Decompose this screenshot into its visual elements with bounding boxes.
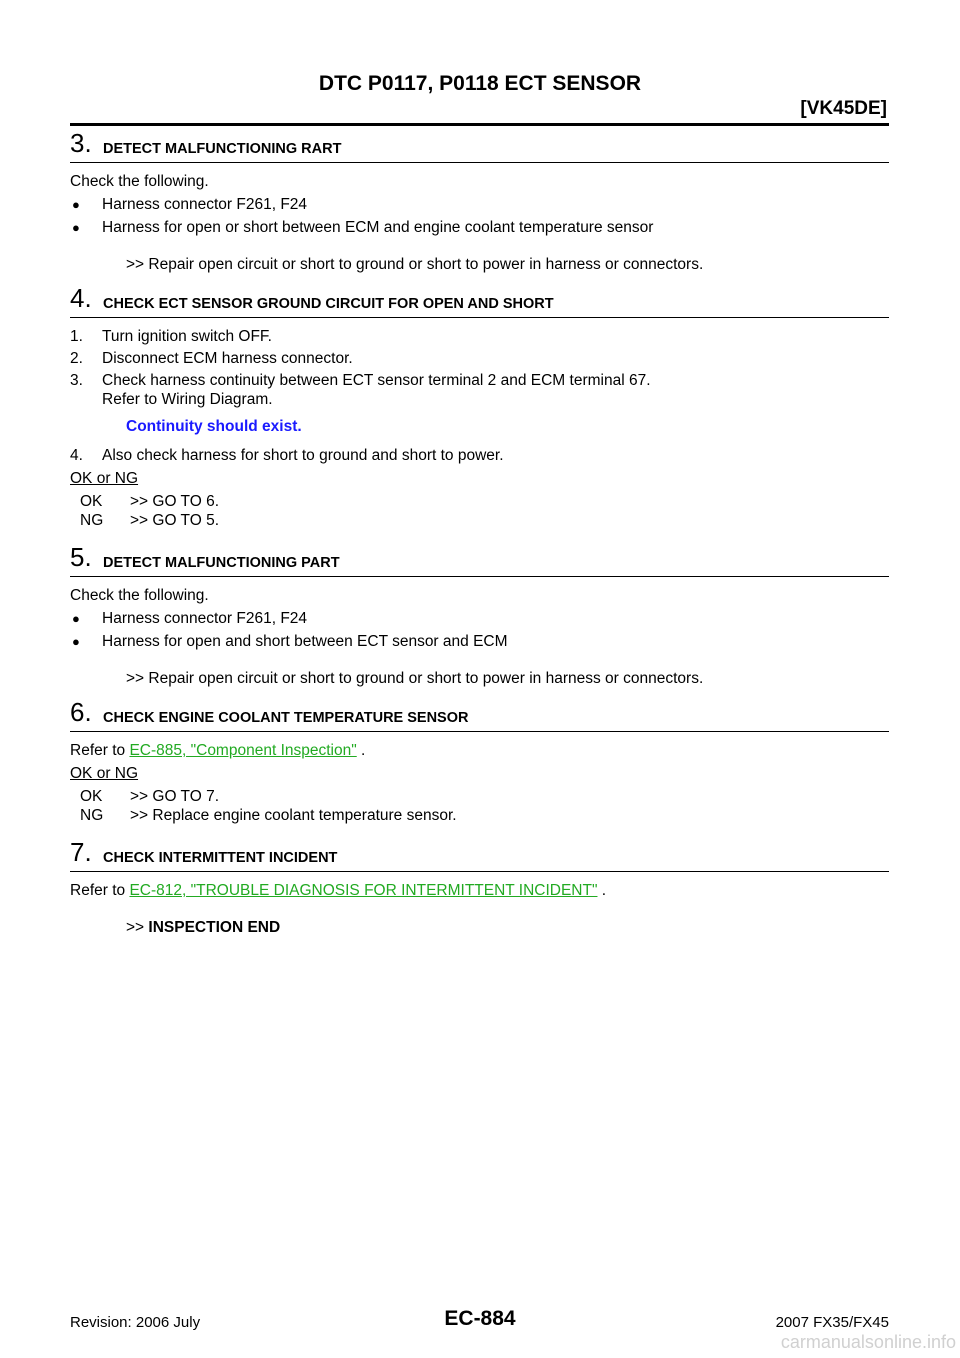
footer-revision: Revision: 2006 July bbox=[70, 1314, 201, 1331]
bullet-icon: ● bbox=[72, 611, 80, 626]
ok-ng-label: OK or NG bbox=[70, 470, 139, 487]
step-number: 3. bbox=[70, 128, 92, 158]
step-5-heading: 5. DETECT MALFUNCTIONING PART bbox=[70, 542, 889, 577]
bullet-icon: ● bbox=[72, 220, 80, 235]
engine-model-label: [VK45DE] bbox=[800, 98, 887, 119]
component-inspection-link[interactable]: EC-885, "Component Inspection" bbox=[129, 742, 357, 759]
spec-callout: Continuity should exist. bbox=[126, 418, 302, 435]
step-result: >> Repair open circuit or short to groun… bbox=[126, 670, 704, 687]
list-item: 4.Also check harness for short to ground… bbox=[70, 447, 504, 464]
list-item: ●Harness for open and short between ECT … bbox=[72, 633, 508, 650]
step-title: DETECT MALFUNCTIONING PART bbox=[103, 555, 340, 571]
ok-ng-results: OK>> GO TO 7. NG>> Replace engine coolan… bbox=[70, 787, 889, 825]
intermittent-incident-link[interactable]: EC-812, "TROUBLE DIAGNOSIS FOR INTERMITT… bbox=[129, 882, 598, 899]
step-title: CHECK INTERMITTENT INCIDENT bbox=[103, 850, 338, 866]
footer-model: 2007 FX35/FX45 bbox=[775, 1314, 889, 1331]
ok-ng-results: OK>> GO TO 6. NG>> GO TO 5. bbox=[70, 492, 889, 530]
inspection-end: >> INSPECTION END bbox=[126, 919, 281, 936]
step-4-heading: 4. CHECK ECT SENSOR GROUND CIRCUIT FOR O… bbox=[70, 283, 889, 318]
bullet-icon: ● bbox=[72, 634, 80, 649]
list-item: ●Harness for open or short between ECM a… bbox=[72, 219, 654, 236]
header-divider bbox=[70, 123, 889, 126]
step-7-heading: 7. CHECK INTERMITTENT INCIDENT bbox=[70, 837, 889, 872]
ng-result: NG>> Replace engine coolant temperature … bbox=[80, 807, 457, 824]
list-item: ●Harness connector F261, F24 bbox=[72, 610, 308, 627]
step-number: 7. bbox=[70, 837, 92, 867]
ok-result: OK>> GO TO 6. bbox=[80, 493, 220, 510]
refer-line: Refer to EC-812, "TROUBLE DIAGNOSIS FOR … bbox=[70, 882, 607, 899]
step-6-heading: 6. CHECK ENGINE COOLANT TEMPERATURE SENS… bbox=[70, 697, 889, 732]
ng-result: NG>> GO TO 5. bbox=[80, 512, 220, 529]
list-item: ●Harness connector F261, F24 bbox=[72, 196, 308, 213]
list-item: 2.Disconnect ECM harness connector. bbox=[70, 350, 353, 367]
refer-line: Refer to EC-885, "Component Inspection" … bbox=[70, 742, 366, 759]
step-3-heading: 3. DETECT MALFUNCTIONING RART bbox=[70, 128, 889, 163]
ok-result: OK>> GO TO 7. bbox=[80, 788, 220, 805]
step-number: 6. bbox=[70, 697, 92, 727]
page-number: EC-884 bbox=[444, 1307, 516, 1330]
watermark: carmanualsonline.info bbox=[780, 1332, 956, 1352]
step-intro: Check the following. bbox=[70, 587, 209, 604]
step-title: DETECT MALFUNCTIONING RART bbox=[103, 141, 342, 157]
step-number: 4. bbox=[70, 283, 92, 313]
list-item: 3.Check harness continuity between ECT s… bbox=[70, 372, 651, 408]
list-item: 1.Turn ignition switch OFF. bbox=[70, 328, 272, 345]
procedure-content: 3. DETECT MALFUNCTIONING RART Check the … bbox=[70, 128, 889, 950]
step-intro: Check the following. bbox=[70, 173, 209, 190]
page-title: DTC P0117, P0118 ECT SENSOR bbox=[318, 72, 642, 95]
step-title: CHECK ENGINE COOLANT TEMPERATURE SENSOR bbox=[103, 710, 469, 726]
step-title: CHECK ECT SENSOR GROUND CIRCUIT FOR OPEN… bbox=[103, 296, 554, 312]
bullet-icon: ● bbox=[72, 197, 80, 212]
step-result: >> Repair open circuit or short to groun… bbox=[126, 256, 704, 273]
ok-ng-label: OK or NG bbox=[70, 765, 139, 782]
step-number: 5. bbox=[70, 542, 92, 572]
